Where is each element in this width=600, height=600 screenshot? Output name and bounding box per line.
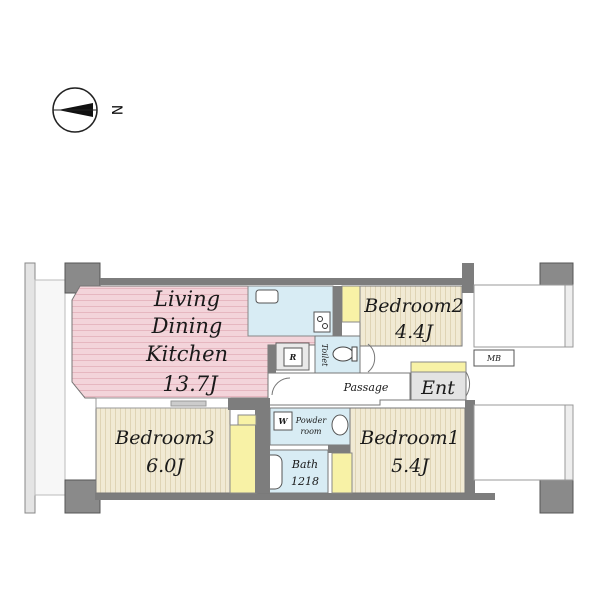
- meter-box: MB: [473, 349, 515, 367]
- sink-icon: [255, 289, 279, 304]
- wash-basin-icon: [331, 414, 349, 436]
- interior-walls: [228, 286, 350, 493]
- refrigerator-label: R: [289, 352, 297, 362]
- ldk-line1: Living: [153, 287, 220, 311]
- washer-label: W: [279, 416, 289, 426]
- bedroom1-name: Bedroom1: [359, 427, 459, 449]
- washer-space: [273, 411, 293, 431]
- stove-icon: [313, 311, 331, 333]
- closet-bedroom3: [229, 424, 257, 494]
- room-powder: W Powder room: [269, 407, 356, 446]
- outer-walls: [64, 262, 574, 514]
- room-entrance: Ent: [410, 361, 470, 401]
- west-balcony: [24, 262, 66, 514]
- room-ldk: R Living Dining Kitchen 13.7J: [71, 285, 334, 399]
- bedroom3-size: 6.0J: [146, 455, 185, 477]
- bedroom2-name: Bedroom2: [363, 295, 463, 317]
- passage-label: Passage: [343, 381, 389, 394]
- ldk-size: 13.7J: [162, 372, 219, 396]
- compass: N: [52, 87, 124, 133]
- ldk-line3: Kitchen: [145, 342, 228, 366]
- shoe-closet: [410, 361, 467, 373]
- ldk-line2: Dining: [151, 314, 223, 338]
- closet-bedroom1: [331, 452, 353, 494]
- room-toilet: Toilet: [314, 335, 361, 374]
- room-bedroom2: Bedroom2 4.4J: [341, 285, 464, 347]
- toilet-icon: [332, 346, 354, 362]
- entrance-label: Ent: [420, 377, 455, 399]
- meter-box-label: MB: [486, 354, 501, 363]
- compass-north-label: N: [108, 105, 124, 115]
- bath-size: 1218: [291, 475, 319, 488]
- bedroom1-size: 5.4J: [391, 455, 430, 477]
- closet-bedroom2: [341, 285, 361, 323]
- bedroom2-size: 4.4J: [394, 321, 434, 343]
- bath-name: Bath: [291, 458, 318, 471]
- room-bedroom1: Bedroom1 5.4J: [331, 407, 466, 494]
- toilet-label: Toilet: [320, 344, 329, 367]
- powder-line1: Powder: [295, 416, 328, 425]
- powder-line2: room: [300, 427, 321, 436]
- room-bedroom3: Bedroom3 6.0J: [95, 397, 257, 494]
- east-balconies: [473, 284, 574, 481]
- bedroom3-name: Bedroom3: [114, 427, 214, 449]
